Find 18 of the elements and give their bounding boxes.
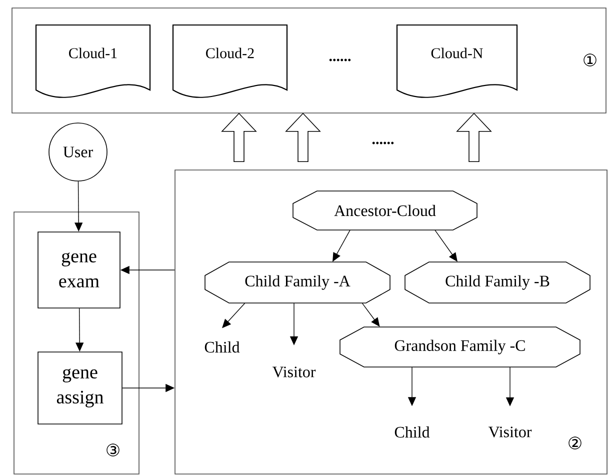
hollow-arrow <box>285 112 321 162</box>
octagon-node: Child Family -A <box>204 262 390 304</box>
hollow-arrow <box>456 112 492 162</box>
leaf-label: Visitor <box>488 426 532 438</box>
leaf-label: Visitor <box>272 366 316 378</box>
leaf-label: Child <box>204 341 240 353</box>
ellipsis: ...... <box>372 142 394 144</box>
panel-number: ① <box>584 54 596 66</box>
process-box: gene assign <box>38 352 122 424</box>
leaf-label: Child <box>394 426 430 438</box>
octagon-node: Ancestor-Cloud <box>292 190 478 230</box>
ellipsis: ...... <box>329 58 351 62</box>
process-box: gene exam <box>38 232 120 308</box>
octagon-node: Grandson Family -C <box>340 326 580 368</box>
octagon-node: Child Family -B <box>404 262 590 304</box>
hollow-arrow <box>221 112 257 162</box>
panel-number: ② <box>568 436 582 450</box>
panel-number: ③ <box>106 444 120 456</box>
